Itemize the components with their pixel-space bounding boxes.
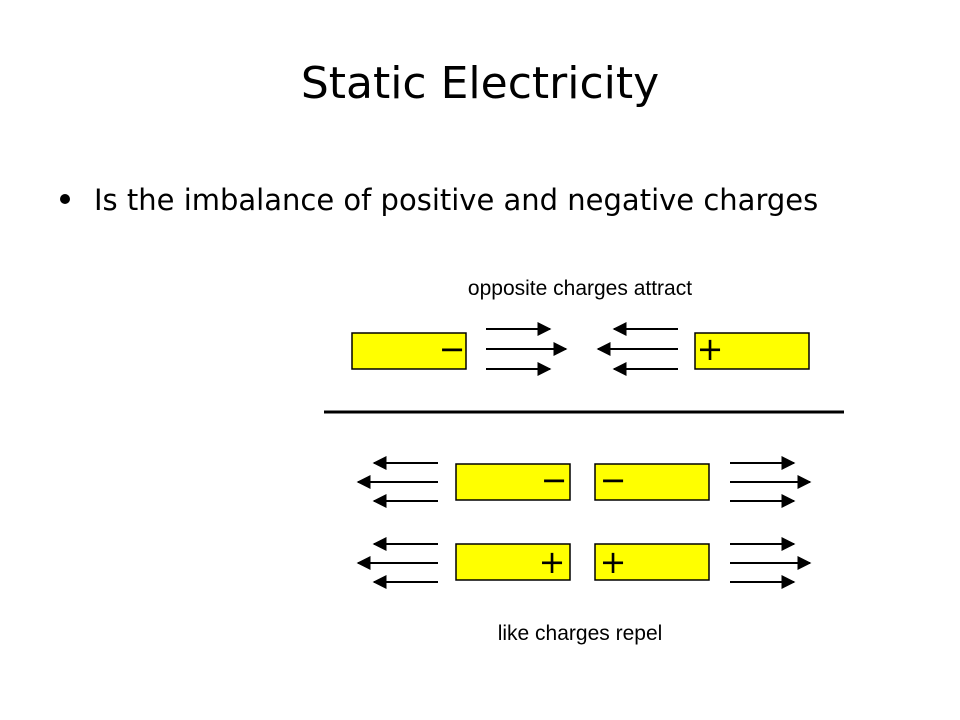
bullet-text: Is the imbalance of positive and negativ…	[94, 183, 819, 217]
charge-diagram-svg: opposite charges attract like charges re…	[324, 277, 844, 645]
charge-box-right	[594, 543, 710, 581]
charge-box-right	[594, 463, 710, 501]
charge-sign-right: +	[600, 543, 627, 581]
charge-diagram: opposite charges attract like charges re…	[318, 265, 858, 655]
charge-sign-right: −	[600, 461, 627, 499]
charge-sign-left: +	[539, 543, 566, 581]
charge-box-right	[694, 332, 810, 370]
charge-sign-left: −	[541, 461, 568, 499]
charge-sign-right: +	[697, 330, 724, 368]
charge-box-left	[455, 543, 571, 581]
charge-box-left	[455, 463, 571, 501]
repel-positive-row: + +	[356, 537, 812, 589]
repel-negative-row: − −	[356, 456, 812, 508]
bullet-list: Is the imbalance of positive and negativ…	[60, 180, 880, 220]
charge-sign-left: −	[439, 330, 466, 368]
bottom-caption: like charges repel	[498, 622, 663, 645]
attract-row: − +	[351, 322, 810, 376]
bullet-item: Is the imbalance of positive and negativ…	[60, 180, 880, 220]
slide-title: Static Electricity	[300, 58, 660, 109]
bullet-dot-icon	[60, 194, 70, 204]
charge-box-left	[351, 332, 467, 370]
top-caption: opposite charges attract	[468, 277, 692, 300]
